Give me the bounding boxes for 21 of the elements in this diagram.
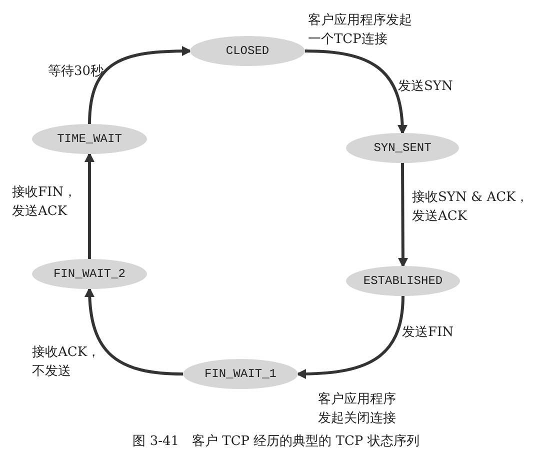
arrow [304, 50, 408, 135]
figure-caption: 图 3-41 客户 TCP 经历的典型的 TCP 状态序列 [132, 433, 420, 451]
edge-label: 接收SYN & ACK，发送ACK [412, 189, 530, 226]
state-name: TIME_WAIT [57, 131, 122, 148]
edge-label: 发送FIN [402, 324, 455, 342]
edge-label: 接收FIN，发送ACK [12, 184, 78, 221]
edge-label: 接收ACK，不发送 [32, 344, 102, 381]
state-name: ESTABLISHED [363, 273, 443, 290]
event-note: 客户应用程序发起关闭连接 [318, 391, 397, 428]
arrow [296, 296, 404, 379]
arrow [84, 152, 94, 259]
arrow [398, 163, 408, 268]
arrow [88, 46, 192, 124]
state-name: FIN_WAIT_2 [53, 266, 126, 283]
edge-label: 发送SYN [398, 78, 454, 96]
state-name: SYN_SENT [374, 140, 432, 157]
state-name: FIN_WAIT_1 [204, 366, 276, 383]
state-name: CLOSED [226, 43, 270, 60]
edge-label: 等待30秒 [48, 63, 105, 81]
event-note: 客户应用程序发起一个TCP连接 [308, 12, 413, 49]
arrow [84, 287, 184, 376]
